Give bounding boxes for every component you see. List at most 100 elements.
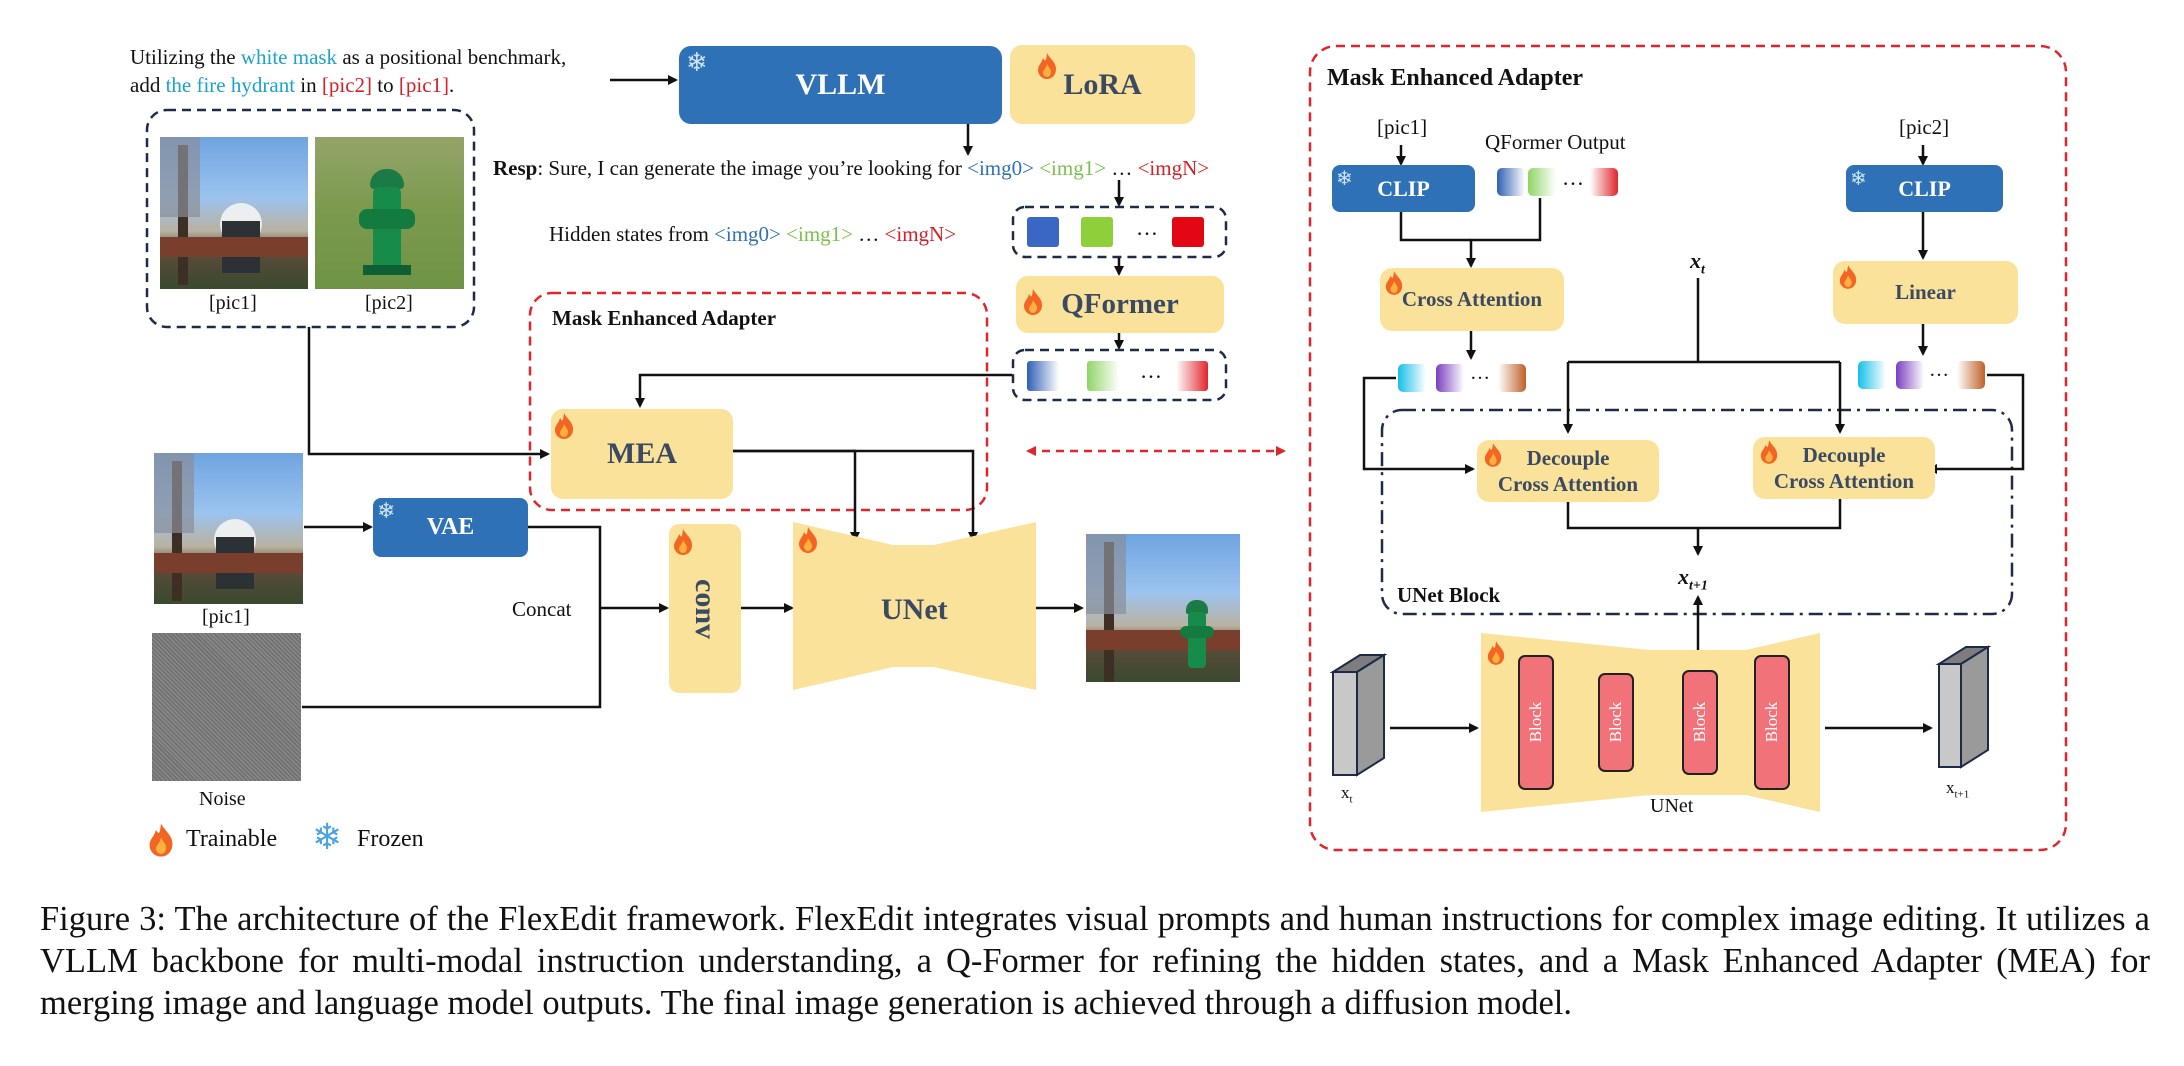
cube-xt1-label: xt+1 [1946,778,1969,800]
cube-xt1-symbol: x [1946,778,1955,797]
output-image [1086,534,1240,682]
instruction-pic1: [pic1] [398,73,450,97]
instruction-white-mask: white mask [240,45,338,69]
mea-box: MEA [551,409,733,499]
snowflake-icon: ❄ [377,499,396,524]
block-label-4: Block [1762,701,1781,743]
decouple-right-line2: Cross Attention [1773,469,1915,493]
cube-xt-symbol: x [1341,783,1350,802]
hidden-states-text: Hidden states from [549,222,715,246]
right-panel-title: Mask Enhanced Adapter [1327,65,1584,91]
pic1-vae-caption: [pic1] [202,606,250,628]
decouple-left-line1: Decouple [1526,446,1610,470]
right-token-ellipsis: … [1929,359,1949,381]
hidden-ellipsis: … [858,222,880,246]
instruction-text: . [449,73,455,97]
snowflake-icon: ❄ [312,817,343,858]
resp-text: : Sure, I can generate the image you’re … [537,156,968,180]
instruction-text: Utilizing the [130,45,241,69]
noise-caption: Noise [199,788,246,810]
instruction-line-2: add the fire hydrant in [pic2] to [pic1]… [130,72,454,98]
clip-left-label: CLIP [1377,175,1430,201]
pic2-caption: [pic2] [365,292,413,314]
flame-icon [1024,289,1042,315]
decouple-left-line2: Cross Attention [1497,472,1639,496]
instruction-text: add [130,73,166,97]
hidden-img1: <img1> [786,222,854,246]
right-pic1-label: [pic1] [1377,115,1428,139]
linear-label: Linear [1895,280,1956,304]
flame-icon [1385,271,1403,295]
mea-frame-title: Mask Enhanced Adapter [552,306,777,330]
response-line: Resp: Sure, I can generate the image you… [493,155,1209,181]
cube-xt1-subscript: t+1 [1954,788,1970,801]
qformer-output-label: QFormer Output [1485,130,1626,154]
figure-caption: Figure 3: The architecture of the FlexEd… [40,898,2150,1024]
xt-symbol: x [1690,248,1701,273]
unet-block-label: UNet Block [1397,583,1501,607]
instruction-text: to [372,73,399,97]
snowflake-icon: ❄ [686,48,708,78]
pic1-vae-image [154,453,303,604]
caption-label: Figure 3: [40,900,166,938]
hidden-states-label: Hidden states from <img0> <img1> … <imgN… [549,221,956,247]
block-label-3: Block [1690,701,1709,743]
decouple-right-box: Decouple Cross Attention [1753,437,1935,499]
cube-xt-subscript: t [1349,793,1353,806]
pic2-image [315,137,464,289]
resp-label: Resp [493,156,538,180]
flame-icon [1484,443,1502,467]
block-label-2: Block [1606,701,1625,743]
flame-icon [1487,641,1505,665]
clip-right-box: CLIP [1846,165,2003,212]
noise-image [152,633,301,781]
cross-attention-label: Cross Attention [1401,287,1543,311]
instruction-text: as a positional benchmark, [337,45,567,69]
xt-subscript: t [1701,262,1705,278]
caption-text: The architecture of the FlexEdit framewo… [40,900,2150,1022]
decouple-left-box: Decouple Cross Attention [1477,440,1659,502]
flame-icon [674,529,692,555]
flame-icon [1760,440,1778,464]
resp-img1: <img1> [1039,156,1107,180]
flame-icon [1038,53,1056,79]
left-token-ellipsis: … [1470,362,1490,384]
xt1-label: xt+1 [1678,564,1708,594]
clip-left-box: CLIP [1332,165,1475,212]
cube-xt-label: xt [1341,783,1353,805]
flame-icon [799,527,817,553]
instruction-text: in [295,73,322,97]
lora-label: LoRA [1063,67,1142,101]
pic1-caption: [pic1] [209,292,257,314]
decouple-right-line1: Decouple [1802,443,1886,467]
unet-label: UNet [881,593,948,626]
concat-label: Concat [512,597,572,621]
vllm-label: VLLM [795,68,886,101]
legend-frozen: Frozen [357,826,424,852]
conv-label: conv [689,578,722,639]
xt1-subscript: t+1 [1689,578,1708,594]
flame-icon [555,413,573,439]
flame-icon [1839,265,1857,289]
qformer-label: QFormer [1061,288,1179,320]
cross-attention-box: Cross Attention [1380,268,1564,331]
xt-label: xt [1690,248,1705,278]
instruction-line-1: Utilizing the white mask as a positional… [130,44,566,70]
flame-icon [149,823,173,857]
lora-box: LoRA [1010,45,1195,124]
clip-right-label: CLIP [1898,175,1951,201]
qformer-output-ellipsis: … [1562,165,1584,190]
qformer-box: QFormer [1016,276,1224,333]
legend-trainable: Trainable [186,826,278,852]
linear-box: Linear [1833,261,2018,324]
qformer-output-ellipsis: … [1140,358,1162,383]
pic1-image [160,137,308,289]
xt1-symbol: x [1678,564,1689,589]
snowflake-icon: ❄ [1336,166,1353,190]
resp-ellipsis: … [1111,156,1133,180]
hidden-tokens-ellipsis: … [1136,215,1158,240]
instruction-pic2: [pic2] [321,73,373,97]
vae-box: VAE [373,498,528,557]
